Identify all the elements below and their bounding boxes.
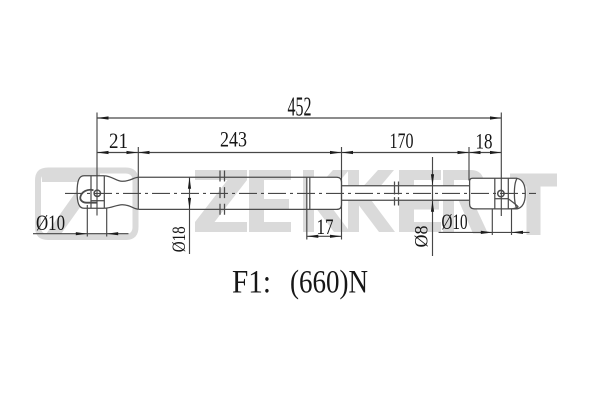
svg-text:17: 17 [317,214,334,239]
svg-text:(660)N: (660)N [290,265,368,301]
svg-text:243: 243 [220,127,247,152]
svg-text:170: 170 [390,128,414,153]
svg-text:Ø10: Ø10 [442,209,468,234]
svg-text:Ø18: Ø18 [169,226,190,252]
svg-text:18: 18 [476,129,493,154]
svg-text:Ø8: Ø8 [412,226,433,248]
svg-text:21: 21 [109,128,128,153]
svg-text:Ø10: Ø10 [36,210,65,235]
svg-text:F1:: F1: [232,265,271,301]
svg-text:452: 452 [288,92,312,122]
